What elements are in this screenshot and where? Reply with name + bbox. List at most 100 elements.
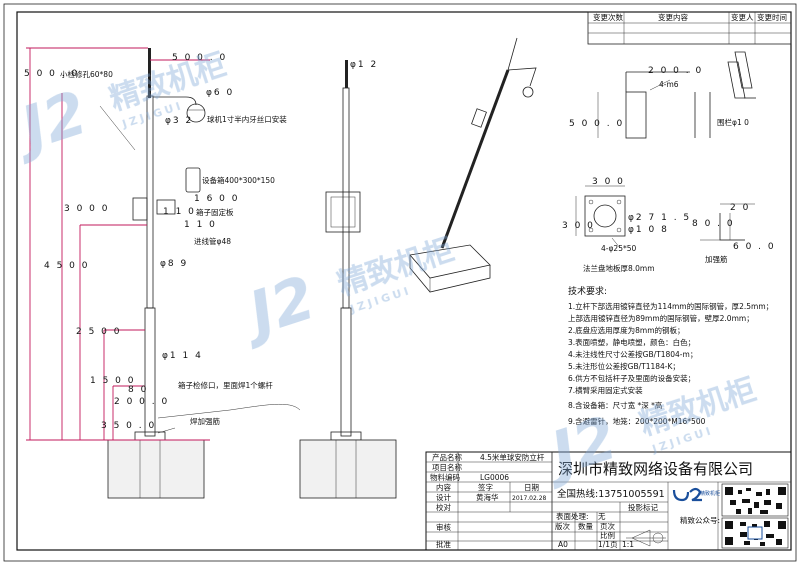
iso-arm [507,67,537,87]
tech-item-2: 2.底盘应选用厚度为8mm的钢板； [568,325,685,335]
dim-350: 3 5 0 . 0 [101,421,156,431]
tb-check-label: 校对 [436,502,451,512]
tb-content-header: 内容 [436,482,451,492]
dim-200-bracket: 2 0 0 . 0 [648,66,703,76]
label-box-plate: 箱子固定板 [196,207,234,217]
dim-1500: 1 5 0 0 [90,376,136,386]
tech-title: 技术要求: [568,285,607,297]
tb-hotline: 全国热线:13751005591 [557,488,665,500]
tech-item-8: 8.含设备箱：尺寸宽 *深 *高 [568,400,663,410]
tb-page: 1/1页 [598,540,618,549]
dim-500-bracket: 5 0 0 . 0 [569,119,624,129]
tech-item-5: 5.未注形位公差按GB/T1184-K； [568,361,680,371]
front-view: 5 0 0 . 0 5 0 0 . 0 小检修孔60*80 φ6 0 φ3 2 … [24,47,301,499]
dim-phi89: φ8 9 [160,259,188,269]
dim-110-b: 1 1 0 [184,220,217,230]
side-concrete-base [299,439,397,499]
tb-version-header: 版次 [555,521,570,531]
rev-header-person: 变更人 [731,12,754,22]
tech-item-9: 9.含避雷针，地笼：200*200*M16*500 [568,416,706,426]
tb-approve-label: 批准 [436,539,451,549]
tb-scale: 1:1 [622,540,634,549]
revision-table: 变更次数 变更内容 变更人 变更时间 [587,11,792,45]
tb-company-name: 深圳市精致网络设备有限公司 [558,460,753,478]
qr-code-top [721,483,789,517]
dim-phi12: φ1 2 [350,60,378,70]
camera-arm [153,96,197,106]
tb-sign-header: 签字 [478,482,493,492]
tb-projection-label: 投影标记 [628,502,658,512]
isometric-view [409,37,537,293]
tb-qty-header: 数量 [578,521,593,531]
dim-500-top: 5 0 0 . 0 [24,69,79,79]
svg-text:J2: J2 [231,263,323,352]
side-view: φ1 2 [299,60,397,499]
label-rail: 围栏φ1 0 [717,117,749,127]
tb-designer: 黄海华 [476,492,499,502]
tech-item-4: 4.未注线性尺寸公差按GB/T1804-m； [568,349,697,359]
watermark-1: J2 精致机柜 JZJIGUI [3,47,230,167]
iso-camera [522,86,534,98]
tb-version: A0 [558,540,568,549]
tb-code: LG0006 [480,473,509,482]
rev-header-time: 变更时间 [757,12,787,22]
tb-page-header: 页次 [600,521,615,531]
tb-review-label: 审核 [436,522,451,532]
dome-camera [186,103,206,123]
lightning-rod [148,48,151,98]
label-conduit: 进线管φ48 [194,236,231,246]
concrete-base [107,439,205,499]
dim-110-a: 1 1 0 [163,207,196,217]
label-small-hole: 小检修孔60*80 [60,69,113,79]
dim-phi114: φ1 1 4 [162,351,203,361]
title-block: 产品名称 4.5米单球安防立杆 项目名称 物料编码 LG0006 内容 签字 日… [425,451,792,551]
iso-pole [440,69,510,249]
tb-surface: 无 [598,512,606,521]
label-camera-mount: 球机1寸半内牙丝口安装 [207,114,287,124]
tech-item-6: 6.供方不包括杆子及里面的设备安装； [568,373,695,383]
dim-3000: 3 0 0 0 [64,204,110,214]
tech-item-7: 7.横臂采用固定式安装 [568,385,643,395]
dim-phi32: φ3 2 [165,116,193,126]
logo-text: 精致机柜 [700,490,720,497]
side-equipment-box [325,191,361,233]
dim-2500: 2 5 0 0 [76,327,122,337]
dim-500-arm: 5 0 0 . 0 [172,53,227,63]
tech-item-3: 3.表面喷塑，静电喷塑，颜色：白色； [568,337,695,347]
label-holes: 4-φ25*50 [601,244,636,253]
tech-item-1: 1.立杆下部选用镀锌直径为114mm的国际钢管，厚2.5mm； [568,301,773,311]
dim-4500: 4 5 0 0 [44,261,90,271]
qr-code-bottom [721,517,789,549]
tb-design-date: 2017.02.28 [512,495,547,502]
detail-flange: 3 0 0 3 0 0 φ2 7 1 . 5 φ1 0 8 4-φ25*50 法… [562,177,691,273]
tb-design-label: 设计 [436,492,451,502]
projection-symbol [626,529,666,547]
label-weld-rib: 焊加强筋 [190,416,220,426]
inner-frame [16,11,792,551]
detail-rib: 2 0 8 0 . 0 6 0 . 0 加强筋 [692,203,776,264]
rev-header-count: 变更次数 [593,12,623,22]
watermark-2: J2 精致机柜 JZJIGUI [231,232,458,352]
dim-60-rib: 6 0 . 0 [733,242,776,252]
dim-phi2715: φ2 7 1 . 5 [628,213,691,223]
detail-bracket: 2 0 0 . 0 4-m6 5 0 0 . 0 围栏φ1 0 [569,51,756,139]
label-rib: 加强筋 [705,254,728,264]
dim-300-top: 3 0 0 [592,177,625,187]
dim-phi60: φ6 0 [206,88,234,98]
side-lower-pole [340,307,352,437]
tb-product-name: 4.5米单球安防立杆 [480,452,545,462]
dim-phi108: φ1 0 8 [628,225,669,235]
dim-20: 2 0 [730,203,750,213]
label-box-hole: 箱子检修口，里面焊1个螺杆 [178,380,273,390]
company-logo: 精致机柜 [672,487,720,502]
outer-frame [3,3,797,562]
lower-pole [144,307,156,437]
tb-wechat-label: 精致公众号: [680,515,720,525]
tb-scale-header: 比例 [600,530,615,540]
upper-pole [146,95,154,309]
tb-surface-label: 表面处理: [556,511,589,521]
tb-project-label: 项目名称 [432,462,462,472]
tb-code-label: 物料编码 [430,472,460,482]
label-4m6: 4-m6 [659,80,679,89]
